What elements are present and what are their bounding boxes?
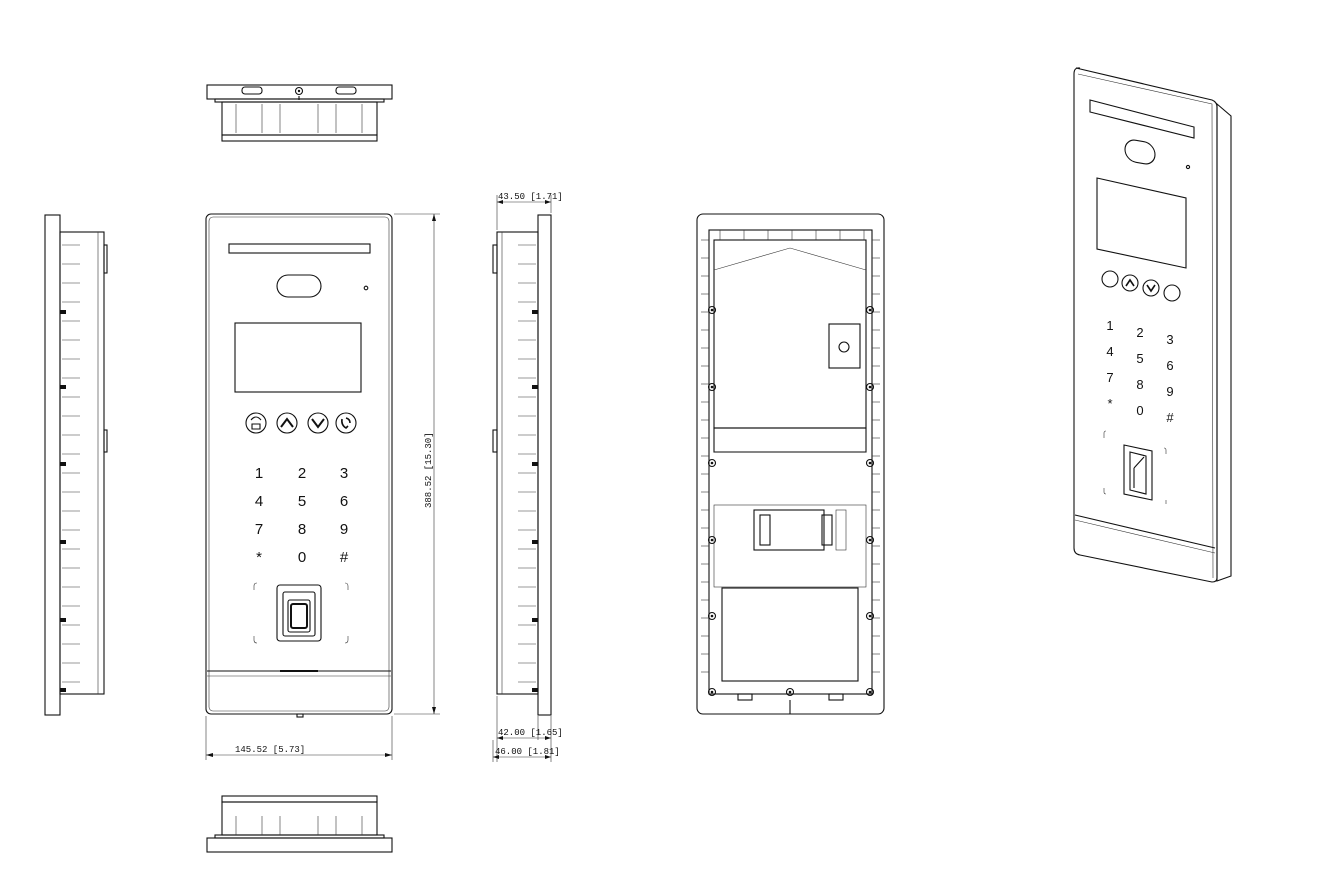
front-view: 1 2 3 4 5 6 7 8 9 * 0 # — [205, 213, 393, 718]
keypad-key: # — [340, 549, 349, 566]
unlock-icon — [1101, 270, 1119, 288]
right-side-view — [492, 214, 552, 716]
keypad-key: 6 — [340, 493, 348, 510]
keypad-key: 0 — [1136, 403, 1143, 418]
perspective-function-keys — [1101, 270, 1181, 302]
keypad-key: 8 — [1136, 377, 1143, 392]
keypad-key: # — [1166, 410, 1174, 425]
up-arrow-icon — [1121, 274, 1139, 292]
keypad-key: 9 — [340, 521, 348, 538]
keypad-key: 3 — [340, 465, 348, 482]
keypad-key: 6 — [1166, 358, 1173, 373]
keypad-key: 2 — [298, 465, 306, 482]
depth-mid-label: 42.00 [1.65] — [498, 728, 563, 738]
call-icon — [335, 412, 357, 434]
bottom-view — [206, 795, 393, 853]
depth-top-label: 43.50 [1.71] — [498, 192, 563, 202]
keypad-key: 1 — [255, 465, 263, 482]
keypad: 1 2 3 4 5 6 7 8 9 * 0 # — [255, 465, 349, 566]
rear-view — [696, 213, 885, 715]
keypad-key: * — [256, 549, 262, 566]
perspective-fingerprint-reader — [1123, 444, 1153, 501]
keypad-key: 9 — [1166, 384, 1173, 399]
keypad-key: 7 — [1106, 370, 1113, 385]
up-arrow-icon — [276, 412, 298, 434]
keypad-key: * — [1107, 396, 1112, 411]
depth-dimensions: 43.50 [1.71] 42.00 [1.65] 46.00 [1.81] — [492, 192, 563, 762]
perspective-view: 1 2 3 4 5 6 7 8 9 * 0 # — [1073, 67, 1232, 583]
height-label: 388.52 [15.30] — [424, 432, 434, 508]
keypad-key: 2 — [1136, 325, 1143, 340]
depth-total-label: 46.00 [1.81] — [495, 747, 560, 757]
keypad-key: 4 — [1106, 344, 1113, 359]
keypad-key: 7 — [255, 521, 263, 538]
height-dimension: 388.52 [15.30] — [394, 213, 440, 715]
keypad-key: 1 — [1106, 318, 1113, 333]
left-side-view — [44, 214, 108, 716]
function-keys — [245, 412, 357, 434]
keypad-key: 0 — [298, 549, 306, 566]
perspective-keypad: 1 2 3 4 5 6 7 8 9 * 0 # — [1106, 318, 1174, 425]
down-arrow-icon — [1142, 279, 1160, 297]
keypad-key: 3 — [1166, 332, 1173, 347]
down-arrow-icon — [307, 412, 329, 434]
keypad-key: 5 — [1136, 351, 1143, 366]
unlock-icon — [245, 412, 267, 434]
keypad-key: 4 — [255, 493, 263, 510]
keypad-key: 5 — [298, 493, 306, 510]
width-dimension: 145.52 [5.73] — [205, 716, 393, 760]
top-view — [206, 84, 393, 142]
keypad-key: 8 — [298, 521, 306, 538]
width-label: 145.52 [5.73] — [235, 745, 305, 755]
call-icon — [1163, 284, 1181, 302]
fingerprint-reader — [276, 584, 322, 642]
